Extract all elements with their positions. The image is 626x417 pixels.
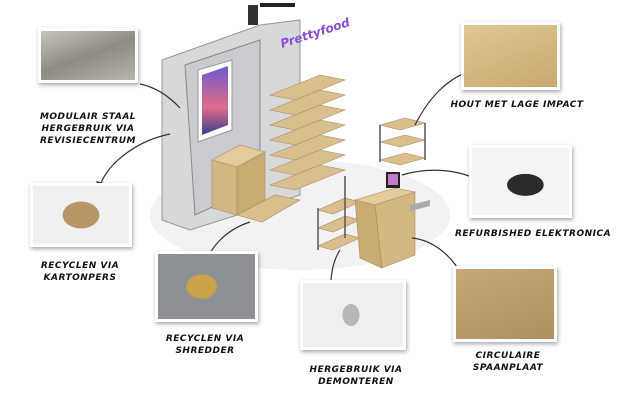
photo-electronics (469, 145, 572, 218)
photo-connector (300, 280, 406, 350)
photo-steel-warehouse (38, 28, 138, 83)
label-electronics: Refurbished elektronica (454, 229, 612, 239)
brand-sign: Prettyfood (279, 15, 352, 51)
label-wood: Hout met lage impact (450, 100, 584, 110)
label-cardboard: Recyclen viakartonpers (40, 261, 120, 283)
photo-cardboard-bale (30, 183, 132, 247)
label-chipboard: Circulairespaanplaat (472, 351, 544, 373)
label-steel: Modulair staalhergebruik viarevisiecentr… (39, 112, 137, 146)
photo-chipboard (453, 266, 557, 342)
label-shredder: Recyclen viashredder (165, 334, 245, 356)
photo-shredder (155, 251, 258, 322)
photo-wood-plank (461, 22, 560, 90)
label-connector: Hergebruik viademonteren (309, 365, 403, 387)
